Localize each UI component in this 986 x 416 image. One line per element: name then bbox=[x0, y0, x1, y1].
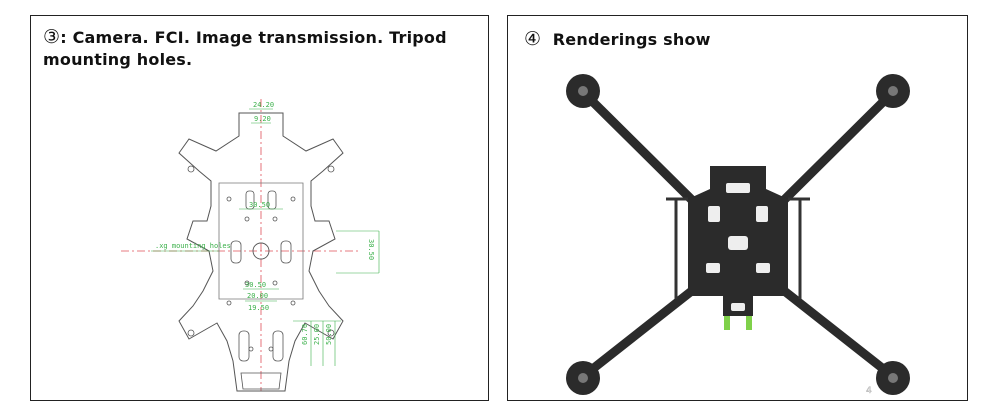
dim-right-height: 30.50 bbox=[367, 239, 375, 260]
dim-lower-mid: 20.00 bbox=[247, 292, 268, 300]
renderings-panel: ④ Renderings show bbox=[507, 15, 968, 401]
camera-mount-panel: ③: Camera. FCI. Image transmission. Trip… bbox=[30, 15, 489, 401]
dim-vertical-3: 50.00 bbox=[325, 324, 333, 345]
drone-frame-rendering: 4 bbox=[566, 74, 910, 396]
panel-number: ③ bbox=[43, 26, 61, 48]
frame-technical-drawing: 24.20 9.20 30.50 30.50 30.50 20.00 19.50… bbox=[121, 99, 380, 392]
panel-number: ④ bbox=[524, 28, 542, 50]
dim-vertical-2: 25.00 bbox=[313, 324, 321, 345]
dim-center-width: 30.50 bbox=[249, 201, 270, 209]
dim-vertical-1: 60.70 bbox=[301, 324, 309, 345]
panel-caption-camera: ③: Camera. FCI. Image transmission. Trip… bbox=[43, 26, 473, 71]
panel-caption-renderings: ④ Renderings show bbox=[524, 28, 711, 51]
caption-text: : Camera. FCI. Image transmission. Tripo… bbox=[43, 28, 447, 69]
dim-lower-outer: 30.50 bbox=[245, 281, 266, 289]
watermark: 4 bbox=[866, 386, 872, 396]
dim-top-inner: 9.20 bbox=[254, 115, 271, 123]
caption-text: Renderings show bbox=[552, 30, 711, 49]
dim-top-outer: 24.20 bbox=[253, 101, 274, 109]
dim-lower-inner: 19.50 bbox=[248, 304, 269, 312]
mounting-holes-label: .xg mounting holes bbox=[155, 242, 231, 250]
